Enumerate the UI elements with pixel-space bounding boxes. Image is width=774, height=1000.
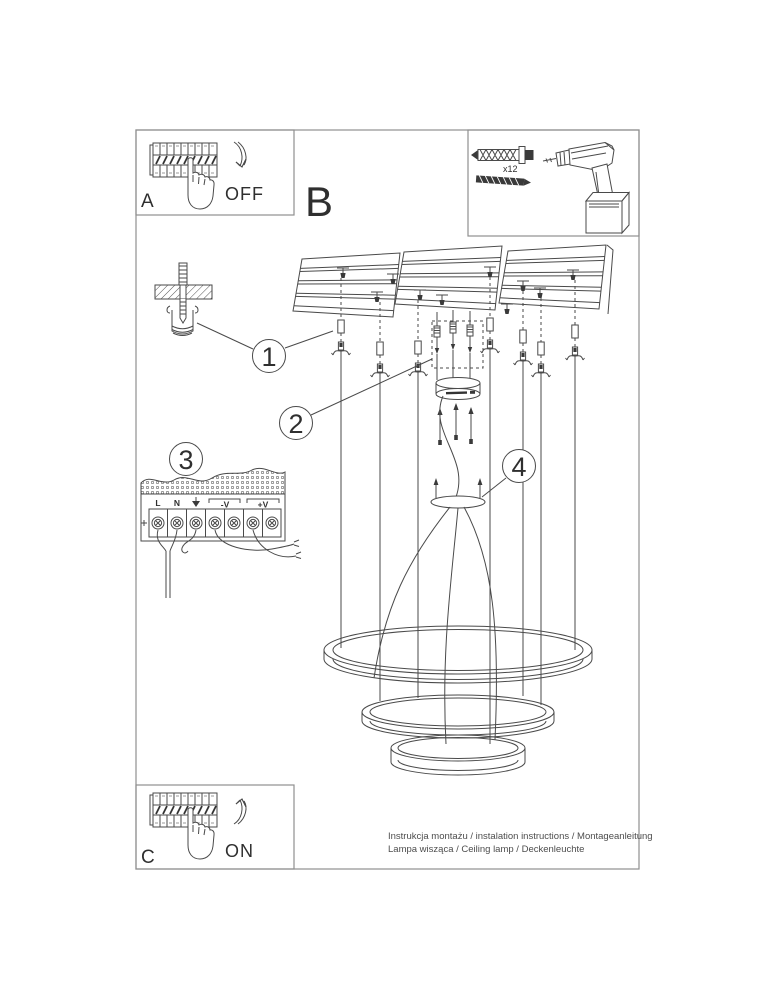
step-4-circle <box>502 449 536 483</box>
medium-ring <box>361 694 555 739</box>
earth-icon <box>192 497 200 507</box>
terminal-l-label: L <box>155 498 160 508</box>
page-border <box>135 129 640 870</box>
power-cord <box>439 395 460 498</box>
step-3-circle <box>169 442 203 476</box>
step-a-panel: A OFF <box>135 129 295 216</box>
step-c-panel: C ON <box>135 784 295 870</box>
step-2-circle <box>279 406 313 440</box>
dashed-highlight-box <box>431 320 484 369</box>
step-1-callout: 1 <box>196 322 334 373</box>
terminal-minusv-label: -V <box>221 500 230 510</box>
step-b-letter: B <box>305 178 333 225</box>
footer-caption: Instrukcja montażu / instalation instruc… <box>388 831 653 855</box>
large-ring <box>323 625 593 684</box>
anchor-count-label: x12 <box>503 164 518 174</box>
small-ring <box>390 734 526 776</box>
lamp-rings <box>323 625 593 776</box>
step-c-letter: C <box>141 847 155 868</box>
ring-feed-cables <box>373 506 497 745</box>
step-2-number: 2 <box>288 409 303 439</box>
terminal-plusv-label: +V <box>258 500 269 510</box>
curved-arrow-up-icon <box>233 798 247 825</box>
psu-mesh-case <box>140 467 286 495</box>
screw-icon <box>475 175 531 186</box>
footer-line1: Instrukcja montażu / instalation instruc… <box>388 831 653 842</box>
off-label: OFF <box>225 184 264 204</box>
step-1-circle <box>252 339 286 373</box>
psu-wires <box>156 529 302 598</box>
ceiling-panels <box>292 244 614 318</box>
step-4-callout: 4 <box>481 449 536 498</box>
wall-plug-icon <box>471 146 534 164</box>
canopy-screws-detail <box>431 310 484 380</box>
anchor-detail <box>154 262 213 336</box>
on-label: ON <box>225 841 254 861</box>
breaker-panel-icon <box>149 142 218 178</box>
step-2-callout: 2 <box>279 358 433 440</box>
footer-line2: Lampa wisząca / Ceiling lamp / Deckenleu… <box>388 844 584 855</box>
drill-icon <box>542 141 631 235</box>
step-4-number: 4 <box>511 452 526 482</box>
wire-holder-disc <box>430 478 486 509</box>
curved-arrow-down-icon <box>233 141 247 168</box>
breaker-panel-icon <box>149 792 218 828</box>
step-c-box <box>135 784 295 870</box>
parts-box-border <box>467 129 640 237</box>
step-3-number: 3 <box>178 445 193 475</box>
canopy-fixing-pins <box>436 402 475 446</box>
ceiling-canopy <box>435 377 481 400</box>
step-a-box <box>135 129 295 216</box>
terminal-n-label: N <box>174 498 180 508</box>
step-1-number: 1 <box>261 342 276 372</box>
psu-wiring-detail: 3 L N -V +V <box>140 442 302 598</box>
mounting-cross-mark <box>141 520 147 526</box>
parts-box: x12 <box>467 129 640 237</box>
step-a-letter: A <box>141 191 154 212</box>
